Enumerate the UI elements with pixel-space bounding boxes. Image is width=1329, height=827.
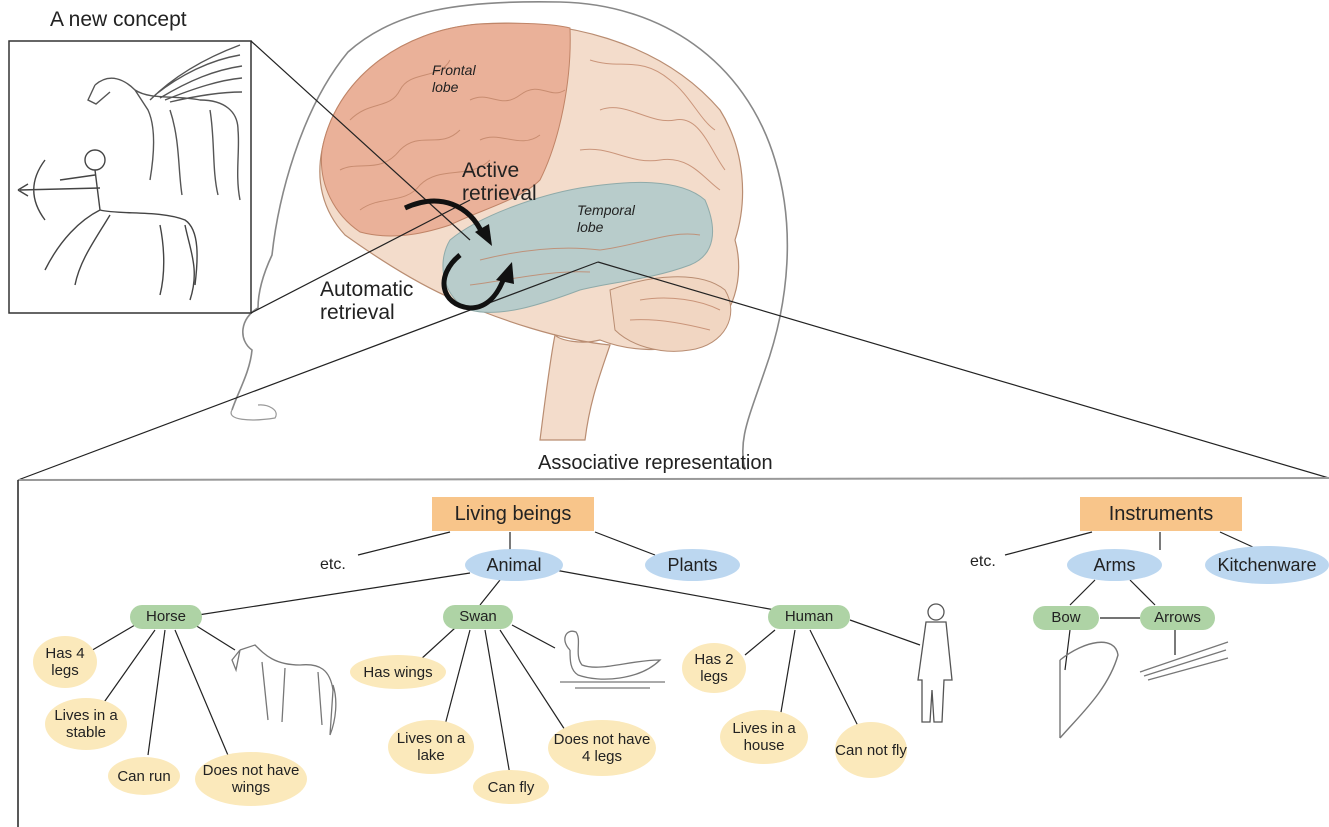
cerebellum [610,277,731,351]
living-beings-etc: etc. [320,556,346,574]
animal-node: Animal [465,549,563,581]
feature-ellipse: Can run [108,757,180,795]
feature-ellipse: Does not have 4 legs [548,720,656,776]
swan-node: Swan [443,605,513,629]
feature-ellipse: Does not have wings [195,752,307,806]
horse-drawing [232,645,336,735]
chin-outline [231,405,276,420]
automatic-retrieval-label: Automatic retrieval [320,278,450,324]
horse-node: Horse [130,605,202,629]
bow-drawing [1060,642,1118,738]
active-retrieval-label: Active retrieval [462,159,572,205]
feature-ellipse: Has wings [350,655,446,689]
instruments-node: Instruments [1080,497,1242,531]
plants-node: Plants [645,549,740,581]
feature-ellipse: Has 2 legs [682,643,746,693]
feature-ellipse: Lives in a house [720,710,808,764]
temporal-lobe-label: Temporal lobe [577,202,657,236]
arrows-drawing [1140,642,1228,680]
feature-ellipse: Lives in a stable [45,698,127,750]
panel-title: Associative representation [538,452,773,475]
swan-drawing [560,631,665,688]
panel-top-border [18,478,1329,480]
instruments-etc: etc. [970,553,996,571]
human-node: Human [768,605,850,629]
concept-title: A new concept [50,8,187,32]
arrows-node: Arrows [1140,606,1215,630]
feature-ellipse: Can fly [473,770,549,804]
kitchenware-node: Kitchenware [1205,546,1329,584]
feature-ellipse: Has 4 legs [33,636,97,688]
frontal-lobe-label: Frontal lobe [432,62,502,96]
human-figure-drawing [918,604,952,722]
arms-node: Arms [1067,549,1162,581]
feature-ellipse: Lives on a lake [388,720,474,774]
living-beings-node: Living beings [432,497,594,531]
feature-ellipse: Can not fly [835,722,907,778]
bow-node: Bow [1033,606,1099,630]
